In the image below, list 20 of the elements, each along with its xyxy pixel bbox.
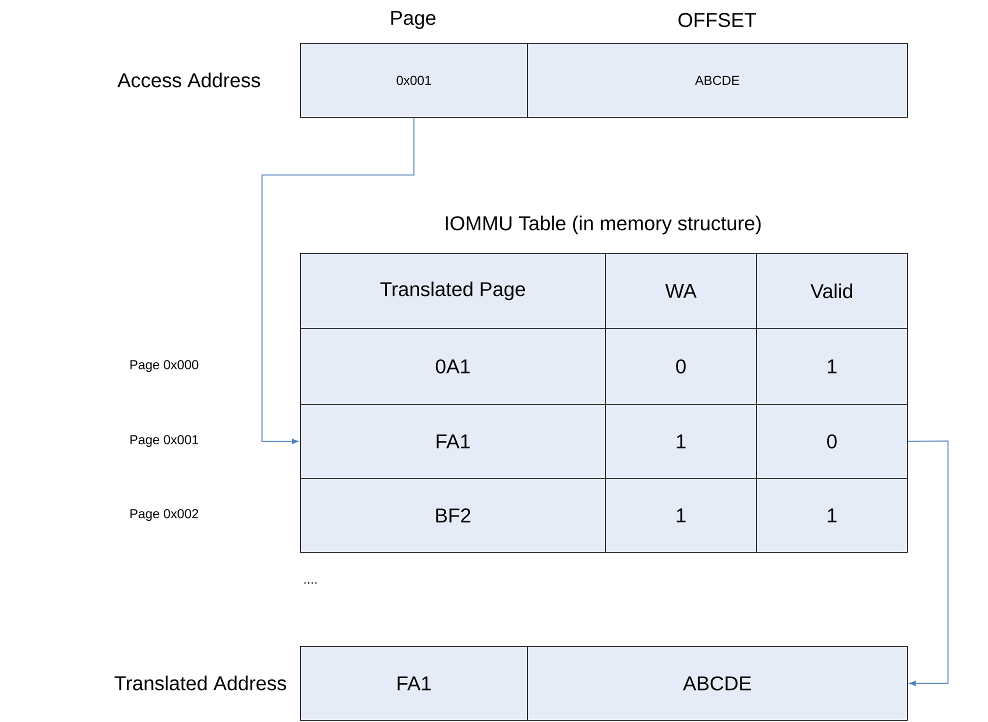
table-cell: 1	[605, 404, 757, 479]
table-cell: WA	[605, 253, 757, 329]
table-cell: 0	[756, 404, 908, 479]
arrow	[907, 440, 948, 686]
label: Page 0x002	[130, 509, 198, 521]
table-cell: ABCDE	[527, 646, 908, 721]
label: Access Address	[117, 72, 260, 88]
table-cell: Valid	[756, 253, 908, 329]
label: Page 0x000	[130, 360, 198, 372]
table-cell: 0	[605, 328, 757, 405]
table-cell: FA1	[300, 646, 528, 721]
label: Page 0x001	[130, 435, 198, 447]
table-cell: 1	[756, 478, 908, 553]
label: IOMMU Table (in memory structure)	[446, 216, 761, 234]
table-cell: ABCDE	[527, 43, 908, 118]
table-cell: 1	[756, 328, 908, 405]
arrow	[262, 117, 414, 444]
table-cell: 1	[605, 478, 757, 553]
table-cell: 0x001	[300, 43, 528, 118]
label: ....	[304, 582, 316, 584]
